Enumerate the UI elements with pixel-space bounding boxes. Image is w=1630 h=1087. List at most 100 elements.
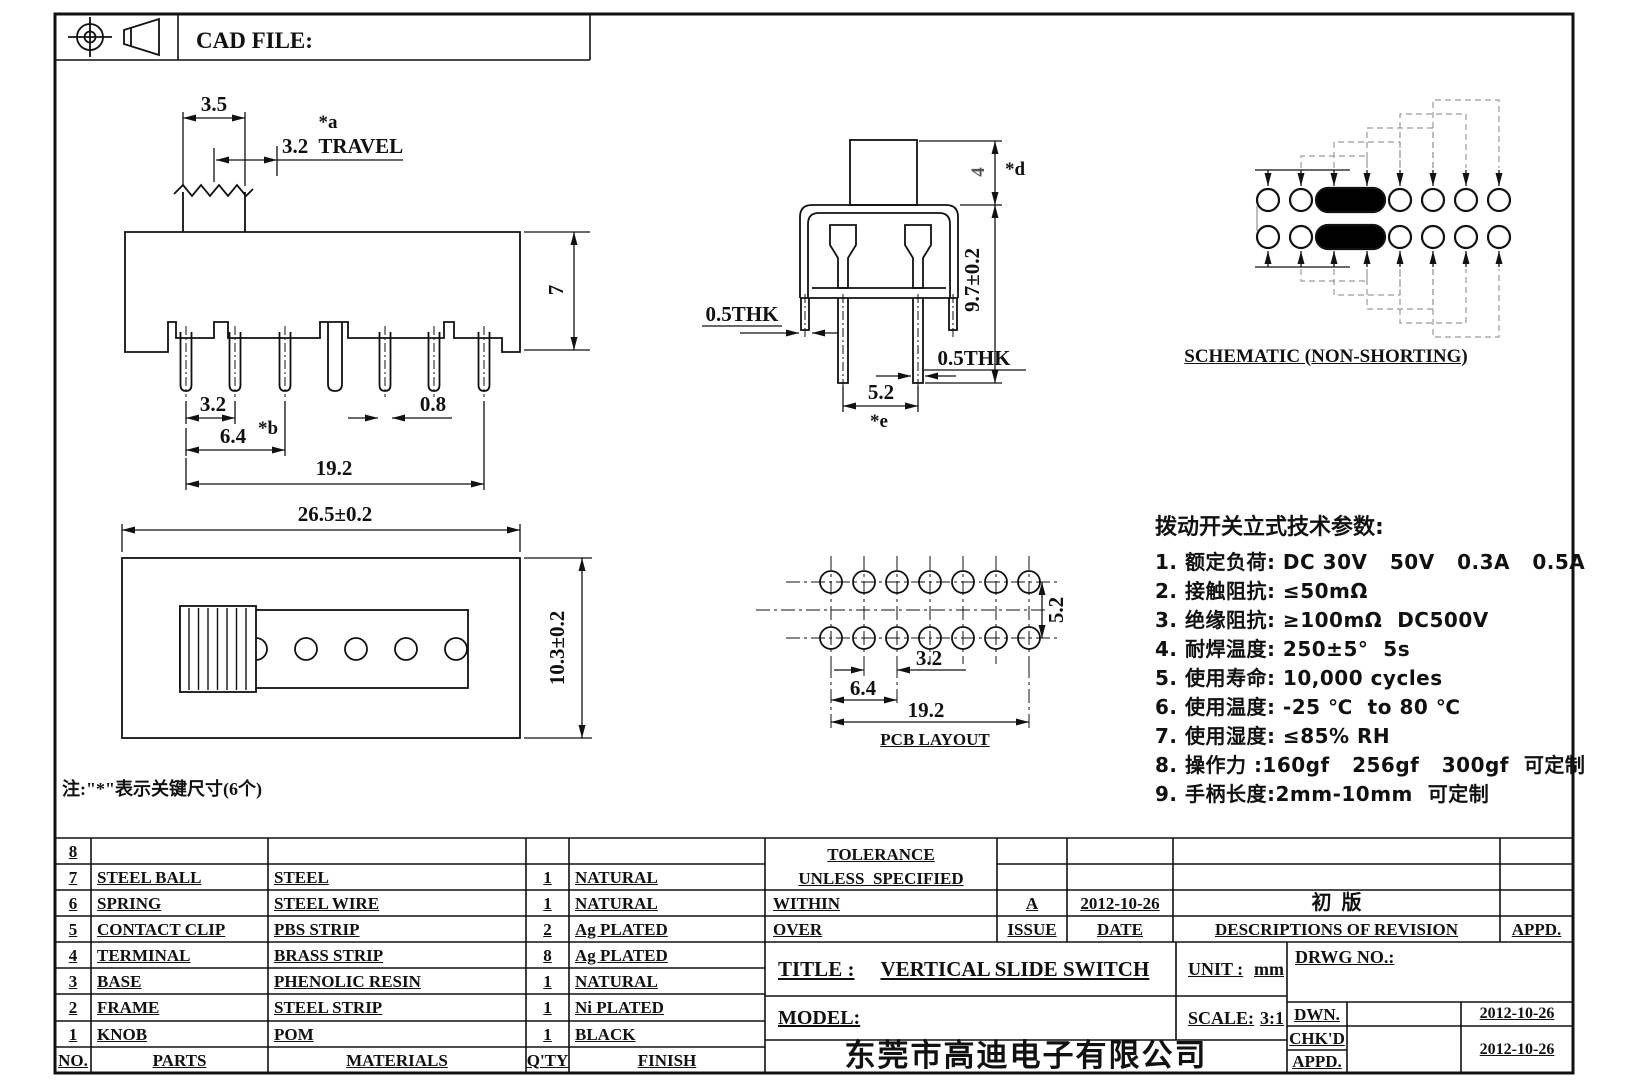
parameter-item: 9. 手柄长度:2mm-10mm 可定制: [1155, 782, 1490, 806]
revision-appd-label: APPD.: [1511, 919, 1562, 939]
dwn-date: 2012-10-26: [1479, 1005, 1555, 1022]
key-dim-d: *d: [1004, 158, 1026, 180]
parts-header-no: NO.: [58, 1050, 88, 1070]
pcb-layout-label: PCB LAYOUT: [880, 729, 990, 749]
part-material: STEEL WIRE: [274, 893, 380, 913]
title-value: VERTICAL SLIDE SWITCH: [880, 956, 1150, 981]
dim-19-2: 19.2: [315, 455, 353, 480]
part-qty: 1: [543, 971, 552, 991]
dwn-label: DWN.: [1294, 1004, 1340, 1024]
dim-5-2: 5.2: [867, 379, 895, 404]
front-view-dimensions: [702, 140, 1026, 412]
front-view-centerlines: [804, 294, 954, 390]
revision-description-value: 初 版: [1311, 891, 1362, 914]
part-name: SPRING: [97, 893, 162, 913]
part-material: STEEL STRIP: [274, 997, 383, 1017]
side-view-linework: [124, 183, 521, 392]
part-finish: NATURAL: [575, 867, 658, 887]
pcb-dim-5-2: 5.2: [1043, 596, 1068, 624]
tolerance-over: OVER: [773, 919, 823, 939]
parameter-item: 7. 使用湿度: ≤85% RH: [1155, 724, 1391, 748]
schematic-linework: [1255, 186, 1512, 251]
revision-issue-label: ISSUE: [1007, 919, 1057, 939]
dim-0-8: 0.8: [419, 391, 447, 416]
parameter-item: 1. 额定负荷: DC 30V 50V 0.3A 0.5A: [1155, 550, 1586, 574]
parts-header-qty: Q'TY: [526, 1050, 569, 1070]
part-finish: NATURAL: [575, 893, 658, 913]
dim-9-7: 9.7±0.2: [959, 247, 984, 313]
dim-4: 4: [967, 167, 989, 177]
pcb-dim-3-2: 3.2: [915, 645, 943, 670]
title-row: TITLE :VERTICAL SLIDE SWITCH: [778, 946, 1178, 992]
parts-header-materials: MATERIALS: [346, 1050, 448, 1070]
dim-3-5: 3.5: [200, 91, 228, 116]
part-no: 3: [68, 971, 78, 991]
scale-value: 3:1: [1260, 1008, 1284, 1028]
scale-label: SCALE:: [1188, 1008, 1255, 1028]
part-finish: BLACK: [575, 1024, 636, 1044]
company-name: 东莞市高迪电子有限公司: [844, 1037, 1208, 1074]
unit-row: UNIT :mm: [1188, 946, 1284, 992]
dim-7: 7: [543, 284, 568, 296]
part-finish: Ag PLATED: [575, 919, 668, 939]
thk-label-left: 0.5THK: [705, 301, 779, 326]
part-finish: NATURAL: [575, 971, 658, 991]
key-dim-e: *e: [870, 410, 888, 432]
part-name: BASE: [97, 971, 142, 991]
top-view-linework: [121, 557, 521, 739]
part-material: STEEL: [274, 867, 329, 887]
part-no: 1: [68, 1024, 78, 1044]
drwg-no-label: DRWG NO.:: [1295, 947, 1395, 967]
parameter-item: 2. 接触阻抗: ≤50mΩ: [1155, 579, 1368, 603]
part-name: TERMINAL: [97, 945, 191, 965]
dim-26-5: 26.5±0.2: [297, 501, 373, 526]
parameter-item: 4. 耐焊温度: 250±5° 5s: [1155, 637, 1411, 661]
part-material: BRASS STRIP: [274, 945, 384, 965]
schematic-label: SCHEMATIC (NON-SHORTING): [1184, 345, 1468, 367]
approve-date: 2012-10-26: [1479, 1040, 1555, 1058]
key-dimension-note: 注:"*"表示关键尺寸(6个): [62, 779, 262, 799]
part-qty: 8: [543, 945, 552, 965]
top-view-dimensions: [121, 524, 592, 739]
unit-label: UNIT :: [1188, 959, 1244, 979]
parameter-item: 3. 绝缘阻抗: ≥100mΩ DC500V: [1155, 608, 1489, 632]
schematic-position-brackets: [1300, 99, 1500, 338]
model-label: MODEL:: [778, 1007, 861, 1029]
parameter-item: 8. 操作力 :160gf 256gf 300gf 可定制: [1155, 753, 1586, 777]
key-dim-b: *b: [257, 417, 279, 439]
key-dim-a: *a: [318, 111, 338, 133]
sheet-border: [53, 12, 1575, 1075]
revision-description-label: DESCRIPTIONS OF REVISION: [1214, 919, 1459, 939]
part-finish: Ag PLATED: [575, 945, 668, 965]
part-qty: 2: [543, 919, 552, 939]
part-no: 5: [68, 919, 78, 939]
part-qty: 1: [543, 997, 552, 1017]
side-view-centerlines: [185, 326, 485, 397]
part-qty: 1: [543, 893, 552, 913]
parts-header-finish: FINISH: [637, 1050, 697, 1070]
parameter-item: 6. 使用温度: -25 ℃ to 80 ℃: [1155, 695, 1461, 719]
thk-label-right: 0.5THK: [937, 345, 1011, 370]
part-material: PBS STRIP: [274, 919, 360, 939]
part-name: STEEL BALL: [97, 867, 202, 887]
part-no: 8: [68, 841, 78, 861]
cad-file-box: [55, 14, 591, 61]
projection-symbol-icon: [68, 17, 160, 57]
part-name: FRAME: [97, 997, 160, 1017]
tolerance-within: WITHIN: [773, 893, 841, 913]
parameter-item: 5. 使用寿命: 10,000 cycles: [1155, 666, 1443, 690]
table-grid: [55, 837, 1573, 1073]
part-no: 2: [68, 997, 78, 1017]
revision-issue-value: A: [1025, 893, 1039, 913]
tolerance-line1: TOLERANCE: [827, 844, 935, 864]
part-material: PHENOLIC RESIN: [274, 971, 421, 991]
revision-date-value: 2012-10-26: [1080, 893, 1160, 913]
schematic-arrows: [1255, 169, 1503, 268]
side-view-dimensions: [182, 112, 590, 490]
part-name: KNOB: [97, 1024, 148, 1044]
part-name: CONTACT CLIP: [97, 919, 226, 939]
dim-6-4: 6.4: [219, 423, 247, 448]
tolerance-line2: UNLESS SPECIFIED: [798, 868, 964, 888]
dim-travel: 3.2 TRAVEL: [282, 133, 404, 158]
